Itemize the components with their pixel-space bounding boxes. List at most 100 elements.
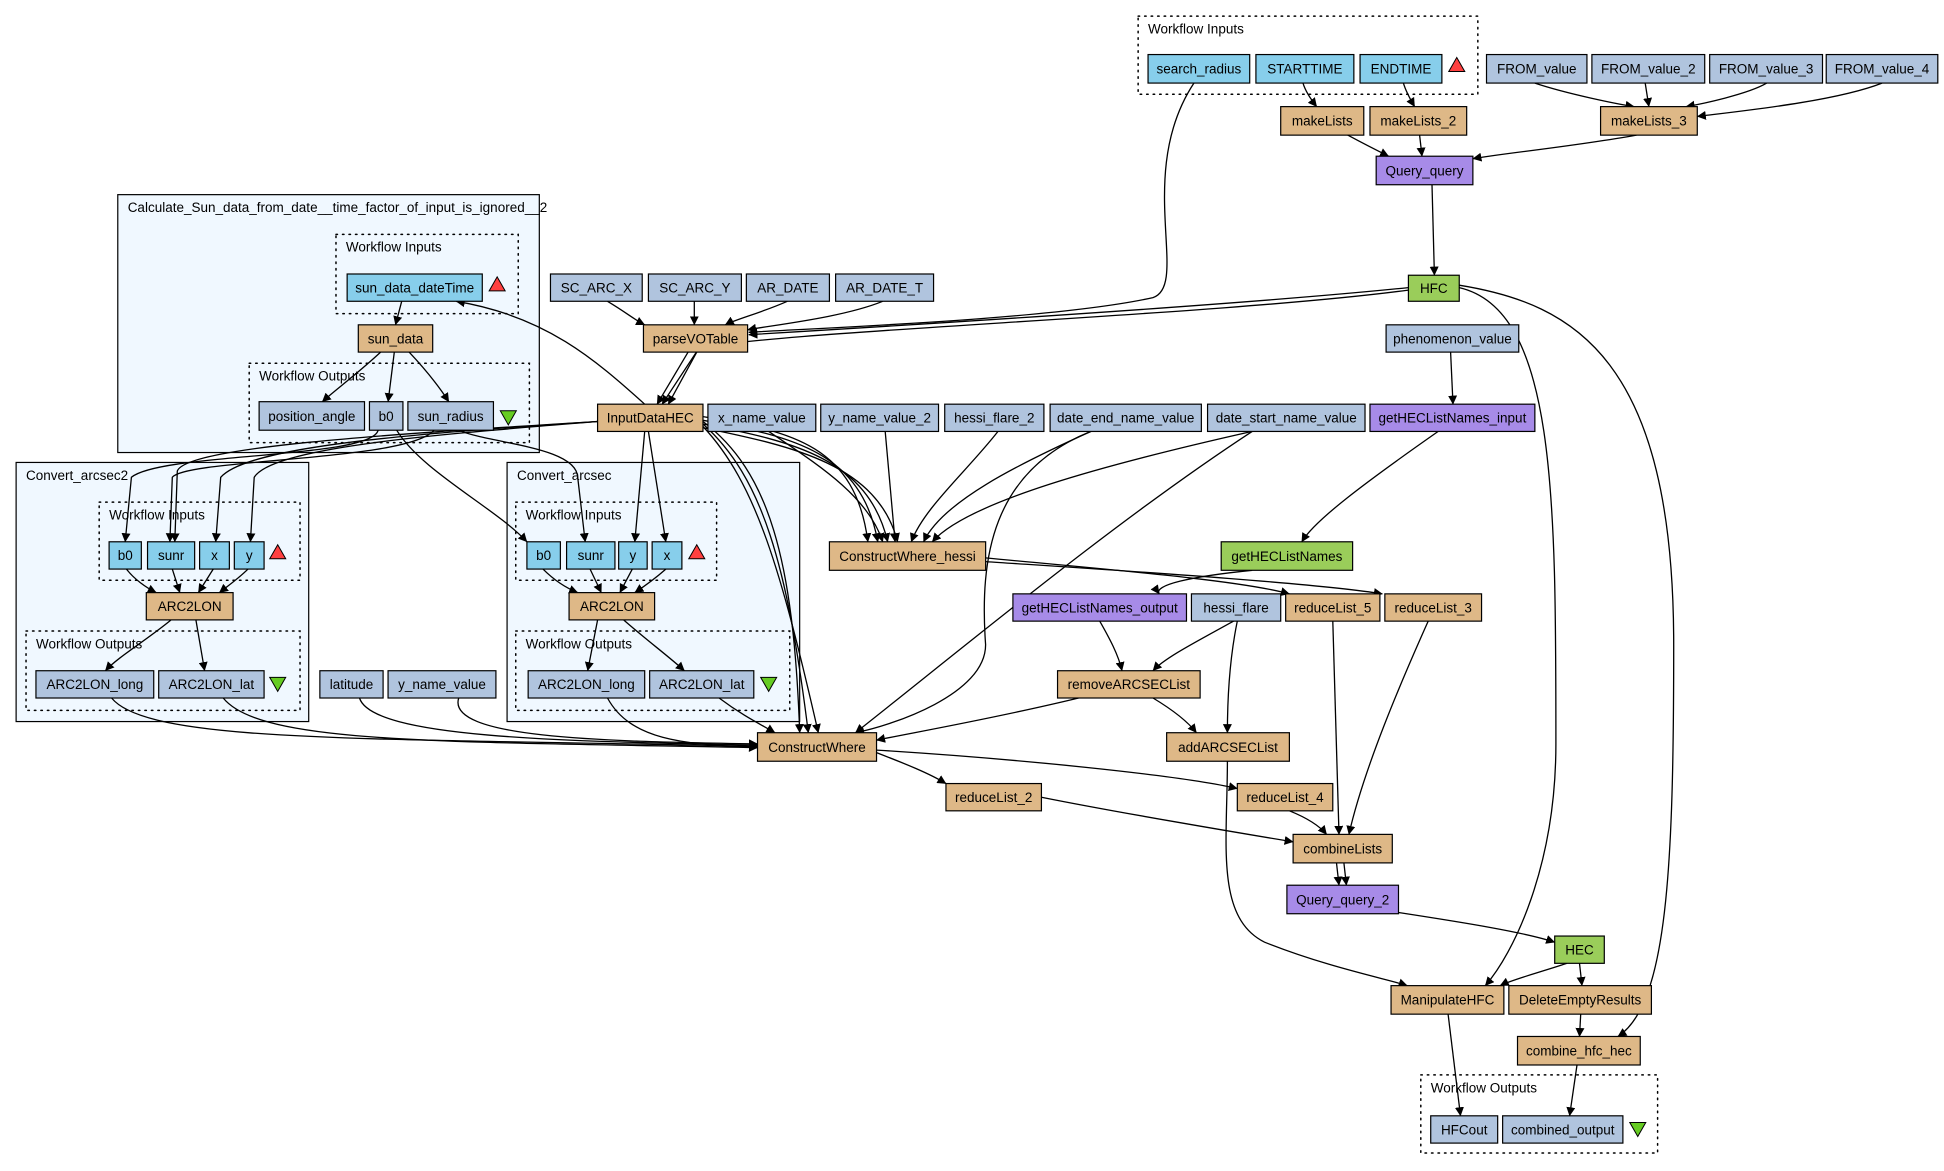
node-date-end-name-value[interactable]: date_end_name_value xyxy=(1049,403,1202,433)
node-FROM-value-4[interactable]: FROM_value_4 xyxy=(1825,53,1939,84)
edge-FROM_value-to-makeLists_3 xyxy=(1534,82,1635,110)
node-makeLists-2[interactable]: makeLists_2 xyxy=(1369,106,1468,136)
node-label: getHECListNames_output xyxy=(1022,600,1178,615)
edge-hessi_flare_2-to-ConstructWhere_hessi xyxy=(910,430,999,543)
node-STARTTIME[interactable]: STARTTIME xyxy=(1255,53,1355,84)
node-AR-DATE[interactable]: AR_DATE xyxy=(745,273,831,302)
node-c1-sunr[interactable]: sunr xyxy=(565,541,616,570)
node-c2-sunr[interactable]: sunr xyxy=(146,541,196,570)
cluster-wf_inputs_top: Workflow Inputs xyxy=(1137,15,1479,95)
node-hessi-flare[interactable]: hessi_flare xyxy=(1190,593,1282,622)
edge-c1_lat-to-ConstructWhere xyxy=(718,697,776,734)
node-FROM-value[interactable]: FROM_value xyxy=(1485,53,1588,84)
node-ConstructWhere-hessi[interactable]: ConstructWhere_hessi xyxy=(828,541,987,571)
node-parseVOTable[interactable]: parseVOTable xyxy=(642,324,749,353)
node-reduceList-5[interactable]: reduceList_5 xyxy=(1285,593,1381,622)
node-c2-y[interactable]: y xyxy=(233,541,265,570)
edge-c1_ARC2LON-to-c1_long xyxy=(584,619,599,672)
node-FROM-value-3[interactable]: FROM_value_3 xyxy=(1709,53,1824,84)
node-y-name-value-2[interactable]: y_name_value_2 xyxy=(820,403,940,433)
node-label: InputDataHEC xyxy=(607,411,694,426)
node-c2-b0[interactable]: b0 xyxy=(108,541,142,570)
node-label: ENDTIME xyxy=(1371,62,1432,77)
node-Query-query-2[interactable]: Query_query_2 xyxy=(1286,884,1400,915)
node-label: makeLists_2 xyxy=(1380,114,1456,129)
cluster-label: Workflow Inputs xyxy=(1148,21,1244,36)
node-combineLists[interactable]: combineLists xyxy=(1292,833,1393,864)
node-c2-ARC2LON[interactable]: ARC2LON xyxy=(145,592,234,621)
node-label: latitude xyxy=(330,677,374,692)
node-x-name-value[interactable]: x_name_value xyxy=(707,403,817,433)
node-SC-ARC-Y[interactable]: SC_ARC_Y xyxy=(647,273,742,302)
node-hessi-flare-2[interactable]: hessi_flare_2 xyxy=(944,403,1045,433)
node-HEC[interactable]: HEC xyxy=(1554,935,1605,964)
edge-c1_ARC2LON-to-c1_lat xyxy=(623,619,685,672)
node-InputDataHEC[interactable]: InputDataHEC xyxy=(596,403,704,433)
node-position-angle[interactable]: position_angle xyxy=(258,401,366,431)
node-ManipulateHFC[interactable]: ManipulateHFC xyxy=(1390,985,1505,1015)
node-c1-ARC2LON[interactable]: ARC2LON xyxy=(568,592,656,621)
node-phenomenon-value[interactable]: phenomenon_value xyxy=(1385,324,1520,353)
node-getHECListNames-output[interactable]: getHECListNames_output xyxy=(1012,593,1188,622)
node-label: Query_query_2 xyxy=(1296,892,1389,907)
node-FROM-value-2[interactable]: FROM_value_2 xyxy=(1591,53,1706,84)
edge-c2_x-to-c2_ARC2LON xyxy=(197,568,214,593)
node-getHECListNames-input[interactable]: getHECListNames_input xyxy=(1369,403,1536,433)
node-DeleteEmptyResults[interactable]: DeleteEmptyResults xyxy=(1508,985,1653,1015)
node-makeLists[interactable]: makeLists xyxy=(1280,106,1365,136)
edge-date_end_name_value-to-ConstructWhere xyxy=(855,430,1092,736)
node-label: combine_hfc_hec xyxy=(1526,1044,1632,1059)
node-c1-lat[interactable]: ARC2LON_lat xyxy=(649,670,755,699)
node-c2-lat[interactable]: ARC2LON_lat xyxy=(158,670,265,699)
node-AR-DATE-T[interactable]: AR_DATE_T xyxy=(835,273,935,302)
node-c1-y[interactable]: y xyxy=(618,541,648,570)
node-b0-out[interactable]: b0 xyxy=(368,401,404,431)
triangle-down-icon xyxy=(1628,1121,1647,1138)
node-sun-radius[interactable]: sun_radius xyxy=(407,401,495,431)
node-sun-data[interactable]: sun_data xyxy=(357,324,434,353)
node-reduceList-3[interactable]: reduceList_3 xyxy=(1384,593,1483,622)
edge-AR_DATE-to-parseVOTable xyxy=(724,300,788,326)
node-c2-x[interactable]: x xyxy=(199,541,230,570)
node-label: HFC xyxy=(1420,281,1448,296)
edge-y_name_value_2-to-ConstructWhere_hessi xyxy=(884,431,899,543)
node-c1-long[interactable]: ARC2LON_long xyxy=(527,670,646,699)
node-search-radius[interactable]: search_radius xyxy=(1147,53,1251,84)
cluster-layer: Workflow InputsCalculate_Sun_data_from_d… xyxy=(15,15,1659,1154)
node-label: AR_DATE xyxy=(757,280,818,295)
node-c1-b0[interactable]: b0 xyxy=(526,541,561,570)
node-ENDTIME[interactable]: ENDTIME xyxy=(1359,53,1443,84)
node-combine-hfc-hec[interactable]: combine_hfc_hec xyxy=(1516,1035,1641,1066)
node-label: Query_query xyxy=(1386,163,1464,178)
node-HFCout[interactable]: HFCout xyxy=(1430,1115,1499,1144)
edge-c2_lat-to-ConstructWhere xyxy=(222,697,758,752)
node-HFC[interactable]: HFC xyxy=(1407,274,1460,302)
node-SC-ARC-X[interactable]: SC_ARC_X xyxy=(549,273,643,302)
cluster-label: Workflow Outputs xyxy=(526,636,633,651)
node-c1-x[interactable]: x xyxy=(651,541,683,570)
node-combined-output[interactable]: combined_output xyxy=(1502,1115,1624,1144)
node-getHECListNames[interactable]: getHECListNames xyxy=(1220,541,1354,571)
node-reduceList-2[interactable]: reduceList_2 xyxy=(945,782,1043,812)
edge-FROM_value_4-to-makeLists_3 xyxy=(1696,82,1883,120)
node-sun-data-dateTime[interactable]: sun_data_dateTime xyxy=(346,273,483,302)
edge-date_end_name_value-to-ConstructWhere_hessi xyxy=(923,430,1092,543)
edge-parseVOTable-to-InputDataHEC xyxy=(656,351,689,405)
node-ConstructWhere[interactable]: ConstructWhere xyxy=(756,732,878,762)
node-label: phenomenon_value xyxy=(1393,331,1512,346)
node-reduceList-4[interactable]: reduceList_4 xyxy=(1236,782,1334,812)
node-latitude[interactable]: latitude xyxy=(319,670,384,699)
node-Query-query[interactable]: Query_query xyxy=(1375,155,1474,186)
node-makeLists-3[interactable]: makeLists_3 xyxy=(1599,106,1698,136)
node-label: FROM_value_2 xyxy=(1601,62,1696,77)
node-label: STARTTIME xyxy=(1267,62,1342,77)
node-removeARCSECList[interactable]: removeARCSECList xyxy=(1056,670,1201,699)
node-label: reduceList_2 xyxy=(955,790,1032,805)
node-c2-long[interactable]: ARC2LON_long xyxy=(35,670,155,699)
node-addARCSECList[interactable]: addARCSECList xyxy=(1166,732,1290,762)
node-label: ConstructWhere_hessi xyxy=(839,549,976,564)
edge-combineLists-to-Query_query_2 xyxy=(1333,862,1343,886)
node-y-name-value[interactable]: y_name_value xyxy=(387,670,497,699)
node-date-start-name-value[interactable]: date_start_name_value xyxy=(1206,403,1366,433)
